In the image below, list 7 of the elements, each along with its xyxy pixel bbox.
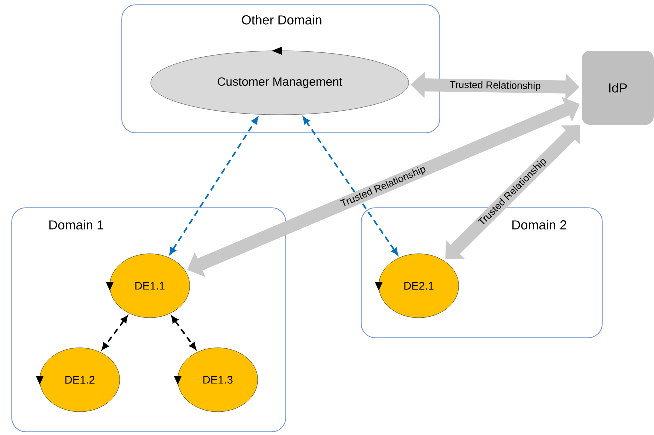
provider-box: IdP <box>582 51 654 125</box>
arrow <box>170 117 258 255</box>
block-arrow <box>446 125 580 260</box>
edge-label: Trusted Relationship <box>448 80 542 93</box>
arrow <box>102 316 128 350</box>
arrow <box>303 117 398 256</box>
arrow <box>172 316 196 350</box>
